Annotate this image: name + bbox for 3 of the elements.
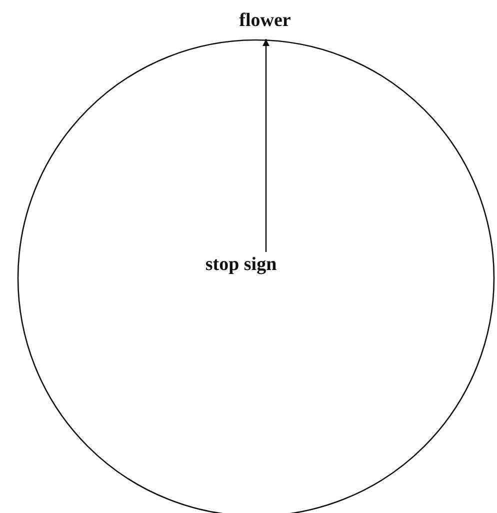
- node-label: stop sign: [204, 253, 278, 277]
- arrow: [262, 39, 270, 252]
- node-label: flower: [238, 9, 292, 33]
